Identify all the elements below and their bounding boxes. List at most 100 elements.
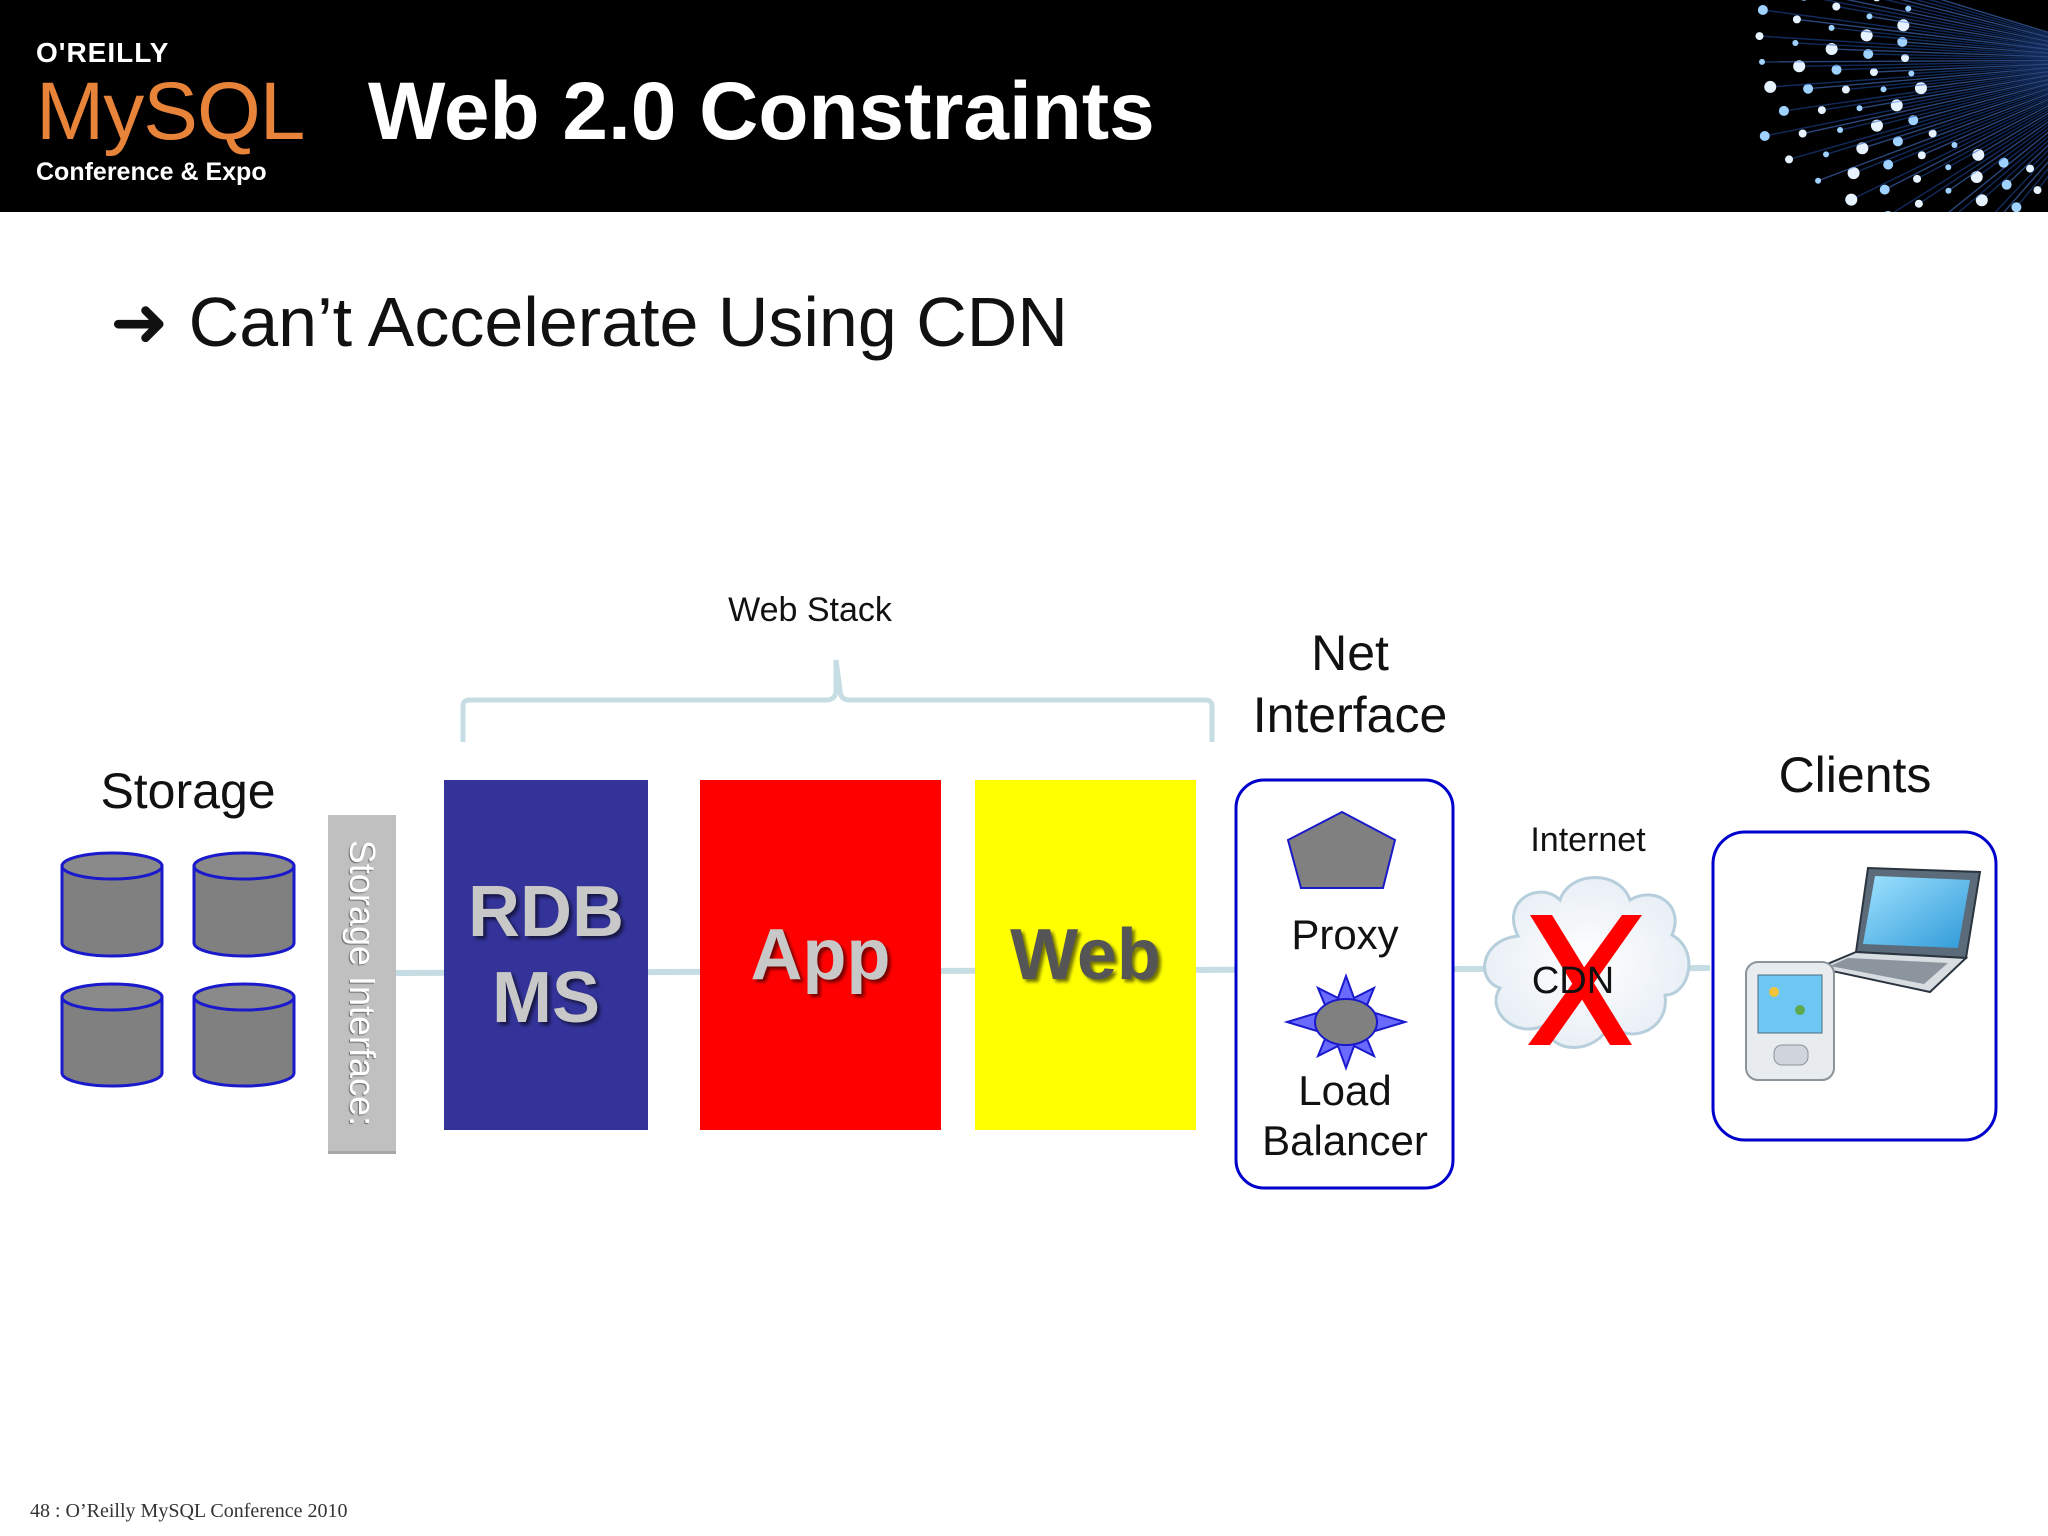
- bullet-point: ➜Can’t Accelerate Using CDN: [110, 280, 1068, 364]
- fiber-strand: [2015, 167, 2048, 208]
- database-cylinder-icon: [192, 851, 296, 958]
- fiber-light: [1828, 24, 1835, 31]
- fiber-light: [1928, 129, 1937, 138]
- fiber-strand: [1831, 27, 2048, 52]
- fiber-light: [1873, 0, 1880, 2]
- fiber-strand: [1762, 59, 2048, 63]
- fiber-light: [1757, 4, 1768, 15]
- slide-title: Web 2.0 Constraints: [368, 66, 1155, 157]
- fiber-light: [1879, 184, 1890, 195]
- slide-footer: 48 : O’Reilly MySQL Conference 2010: [30, 1500, 348, 1522]
- fiber-strand: [1759, 35, 2048, 56]
- fiber-strand: [1897, 89, 2048, 142]
- storage-disks: [60, 851, 296, 1088]
- internet-label: Internet: [1530, 821, 1646, 859]
- fiber-strand: [1869, 15, 2048, 47]
- fiber-strand: [1918, 118, 2048, 205]
- fiber-strand: [1883, 69, 2048, 91]
- fiber-strand: [1900, 0, 2048, 38]
- fiber-strand: [1795, 42, 2048, 57]
- bullet-text: Can’t Accelerate Using CDN: [188, 283, 1068, 361]
- logo-publisher: O'REILLY: [36, 37, 170, 68]
- fiber-strand: [1836, 62, 2048, 71]
- fiber-strand: [1896, 76, 2048, 107]
- laptop-icon: [1814, 866, 1982, 994]
- database-cylinder-icon: [60, 982, 164, 1088]
- fiber-strand: [1817, 93, 2048, 182]
- fiber-strand: [2003, 127, 2048, 164]
- fiber-strand: [1859, 74, 2048, 109]
- fiber-light: [1815, 177, 1822, 184]
- fiber-strand: [1994, 155, 2048, 212]
- fiber-light: [1831, 64, 1842, 75]
- arrow-right-icon: ➜: [110, 283, 169, 361]
- database-cylinder-icon: [60, 851, 164, 958]
- net-interface-line-2: Interface: [1252, 687, 1448, 743]
- fiber-light: [1847, 167, 1860, 180]
- fiber-light: [2033, 186, 2042, 195]
- fiber-strand: [1948, 121, 2048, 192]
- load-balancer-line-1: Load: [1298, 1067, 1392, 1114]
- fiber-light: [1866, 13, 1873, 20]
- fiber-strand: [1947, 110, 2048, 168]
- fiber-strand: [1954, 100, 2048, 146]
- fiber-strand: [1866, 34, 2048, 53]
- fiber-light: [1817, 106, 1826, 115]
- fiber-strand: [1981, 139, 2048, 201]
- database-cylinder-icon: [192, 982, 296, 1088]
- fiber-strand: [1913, 83, 2048, 121]
- fiber-strand: [1893, 115, 2048, 212]
- app-label: App: [750, 915, 891, 995]
- fiber-strand: [1948, 131, 2048, 212]
- fiber-light: [1837, 127, 1844, 134]
- fiber-strand: [1862, 88, 2048, 149]
- fiber-strand: [1916, 107, 2048, 180]
- fiber-strand: [2003, 161, 2048, 212]
- fiber-strand: [1876, 81, 2048, 127]
- fiber-strand: [1928, 0, 2048, 35]
- clients-label: Clients: [1778, 747, 1932, 803]
- fiber-light: [1945, 164, 1952, 171]
- fiber-strand: [1825, 86, 2048, 155]
- fiber-strand: [1977, 112, 2048, 156]
- fiber-strand: [1915, 0, 2048, 37]
- fiber-strand: [1873, 63, 2048, 73]
- fiber-strand: [1799, 60, 2048, 67]
- fiber-strand: [1802, 79, 2048, 135]
- web-stack-label: Web Stack: [728, 591, 892, 629]
- fiber-strand: [1836, 5, 2048, 45]
- fiber-light: [2026, 164, 2035, 173]
- fiber-strand: [1831, 48, 2048, 58]
- app-block: App: [700, 780, 941, 1130]
- fiber-optic-image: [1755, 0, 2048, 212]
- web-label: Web: [1010, 915, 1161, 995]
- storage-interface-label: Storage Interface:: [342, 839, 383, 1127]
- fiber-strand: [1932, 91, 2048, 135]
- web-stack-brace: [460, 659, 1215, 742]
- fiber-strand: [1845, 0, 2048, 43]
- fiber-strand: [1920, 70, 2048, 89]
- fiber-light: [1884, 210, 1892, 212]
- fiber-strand: [1839, 80, 2048, 131]
- fiber-light: [1832, 2, 1841, 11]
- fiber-light: [1892, 136, 1903, 147]
- fiber-strand: [1908, 7, 2048, 41]
- fiber-light: [1951, 142, 1958, 149]
- web-block: Web: [975, 780, 1196, 1130]
- fiber-light: [1914, 199, 1923, 208]
- fiber-light: [1856, 105, 1863, 112]
- fiber-strand: [1770, 65, 2048, 88]
- fiber-light: [1913, 174, 1922, 183]
- storage-label: Storage: [100, 763, 276, 819]
- rdbms-label-line-1: RDB: [468, 872, 624, 952]
- fiber-strand: [1850, 103, 2048, 201]
- fiber-strand: [1887, 96, 2048, 166]
- fiber-light: [1764, 80, 1777, 93]
- proxy-label: Proxy: [1291, 911, 1399, 958]
- fiber-strand: [1808, 67, 2048, 90]
- fiber-light: [1917, 151, 1926, 160]
- net-interface-line-1: Net: [1311, 625, 1389, 681]
